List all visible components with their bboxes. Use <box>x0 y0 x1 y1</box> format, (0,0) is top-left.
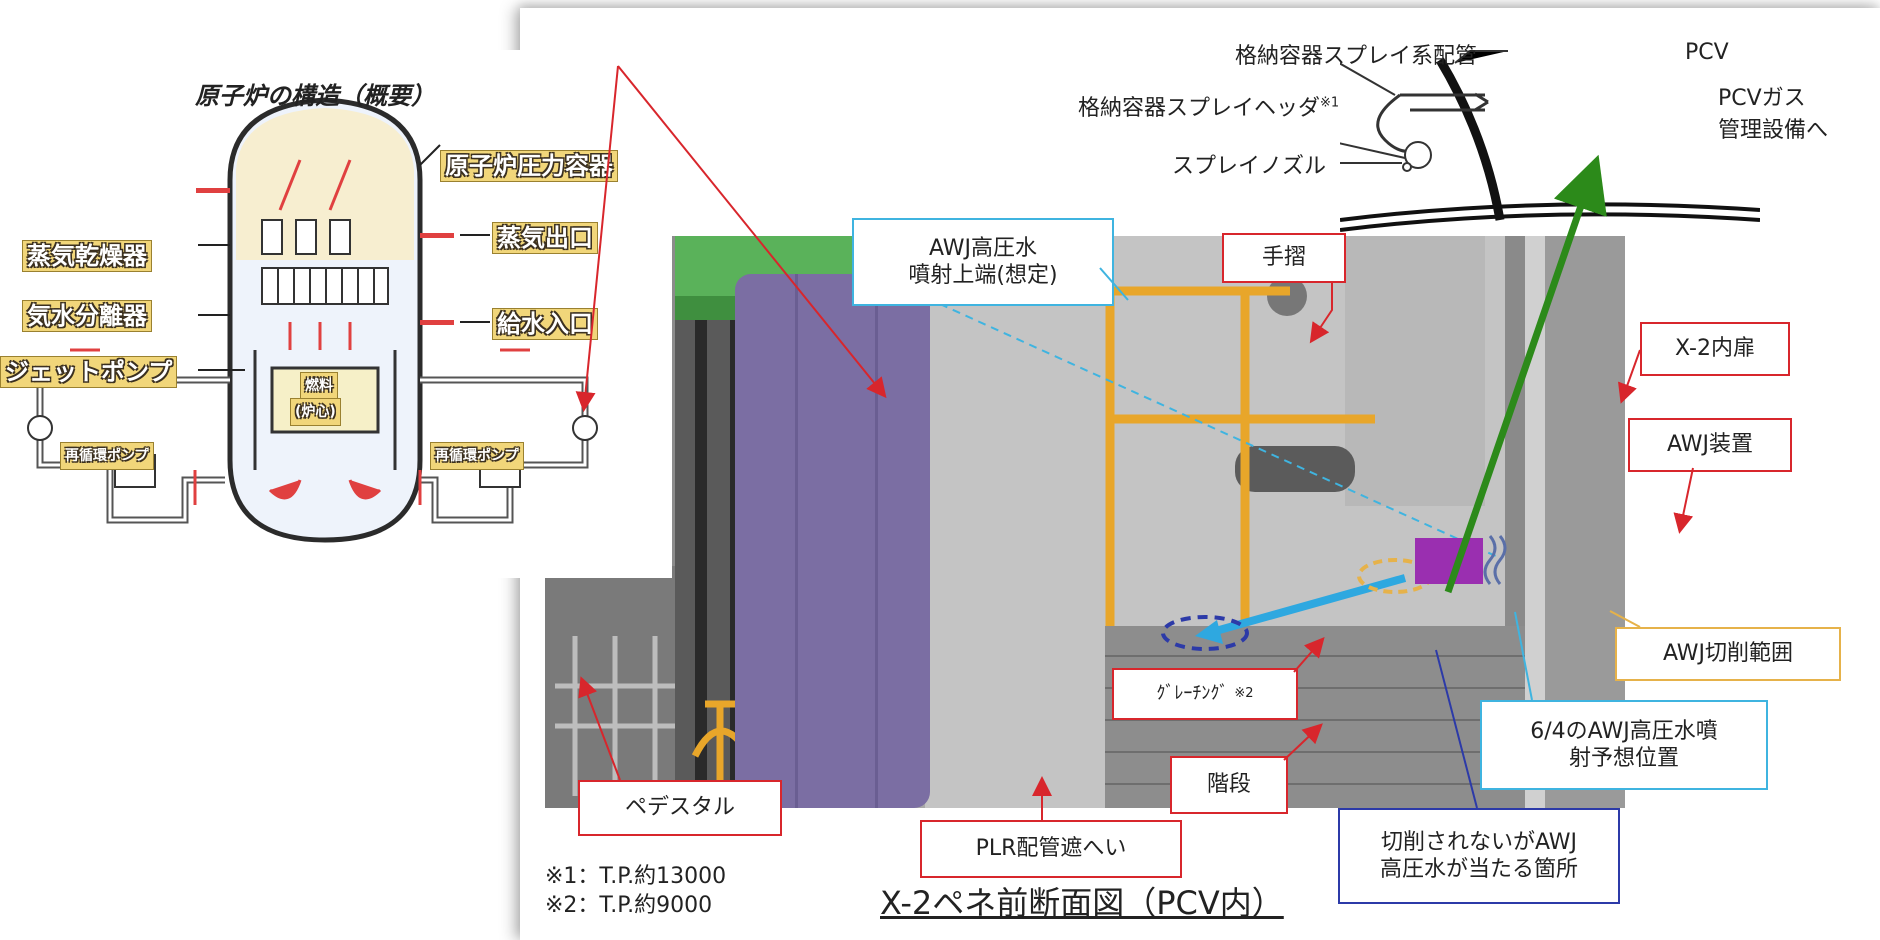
reactor-structure-diagram: 原子炉の構造（概要） 原子炉圧力容器 蒸気乾燥器 蒸気出口 気水分離器 給水入口… <box>0 50 672 578</box>
spray-header-text: 格納容器スプレイヘッダ <box>1078 96 1321 121</box>
footnote-2: ※2：T.P.約9000 <box>545 893 713 918</box>
reactor-title: 原子炉の構造（概要） <box>195 82 435 110</box>
callout-hit-line2: 高圧水が当たる箇所 <box>1379 857 1578 882</box>
awj-device-shape <box>1415 538 1483 584</box>
label-steam-dryer: 蒸気乾燥器 <box>22 240 152 272</box>
label-recirc-pump-left: 再循環ポンプ <box>60 442 154 470</box>
callout-awj-top-line2: 噴射上端(想定) <box>908 263 1058 288</box>
label-jet-pump: ジェットポンプ <box>0 356 178 388</box>
label-spray-nozzle: スプレイノズル <box>1172 154 1327 179</box>
callout-predicted-line2: 射予想位置 <box>1568 746 1679 771</box>
callout-handrail: 手摺 <box>1222 233 1346 283</box>
callout-grating-text: ｸﾞﾚｰﾁﾝｸﾞ <box>1156 682 1229 704</box>
section-title: X-2ペネ前断面図（PCV内） <box>880 884 1284 922</box>
pcv-section-rendering <box>545 236 1625 808</box>
label-feedwater-inlet: 給水入口 <box>492 308 598 340</box>
label-recirc-pump-right: 再循環ポンプ <box>430 442 524 470</box>
label-spray-pipe: 格納容器スプレイ系配管 <box>1235 44 1478 69</box>
callout-hit-line1: 切削されないがAWJ <box>1380 829 1578 855</box>
label-steam-outlet: 蒸気出口 <box>492 222 598 254</box>
spray-header-note: ※1 <box>1320 95 1340 111</box>
callout-grating: ｸﾞﾚｰﾁﾝｸﾞ ※2 <box>1112 668 1298 720</box>
callout-grating-note: ※2 <box>1234 685 1254 701</box>
label-pcv: PCV <box>1685 40 1729 65</box>
callout-predicted-line1: 6/4のAWJ高圧水噴 <box>1530 718 1718 744</box>
label-pcv-gas-line1: PCVガス <box>1718 86 1806 111</box>
label-core: (炉心) <box>290 398 341 426</box>
callout-inner-door: X-2内扉 <box>1640 322 1790 376</box>
spray-piping-inset <box>1340 50 1760 232</box>
footnote-1: ※1：T.P.約13000 <box>545 864 727 889</box>
callout-plr-shield: PLR配管遮へい <box>920 820 1182 878</box>
callout-hit-area: 切削されないがAWJ 高圧水が当たる箇所 <box>1338 808 1620 904</box>
callout-awj-top: AWJ高圧水 噴射上端(想定) <box>852 218 1114 306</box>
label-pcv-gas-line2: 管理設備へ <box>1718 118 1829 143</box>
label-separator: 気水分離器 <box>22 300 152 332</box>
callout-stairs: 階段 <box>1170 756 1288 814</box>
callout-cut-range: AWJ切削範囲 <box>1615 627 1841 681</box>
callout-awj-device: AWJ装置 <box>1628 418 1792 472</box>
callout-pedestal: ペデスタル <box>578 780 782 836</box>
callout-awj-top-line1: AWJ高圧水 <box>928 235 1038 261</box>
label-spray-header: 格納容器スプレイヘッダ※1 <box>1078 90 1339 122</box>
label-fuel: 燃料 <box>300 372 338 400</box>
label-pressure-vessel: 原子炉圧力容器 <box>440 150 618 182</box>
callout-predicted-position: 6/4のAWJ高圧水噴 射予想位置 <box>1480 700 1768 790</box>
